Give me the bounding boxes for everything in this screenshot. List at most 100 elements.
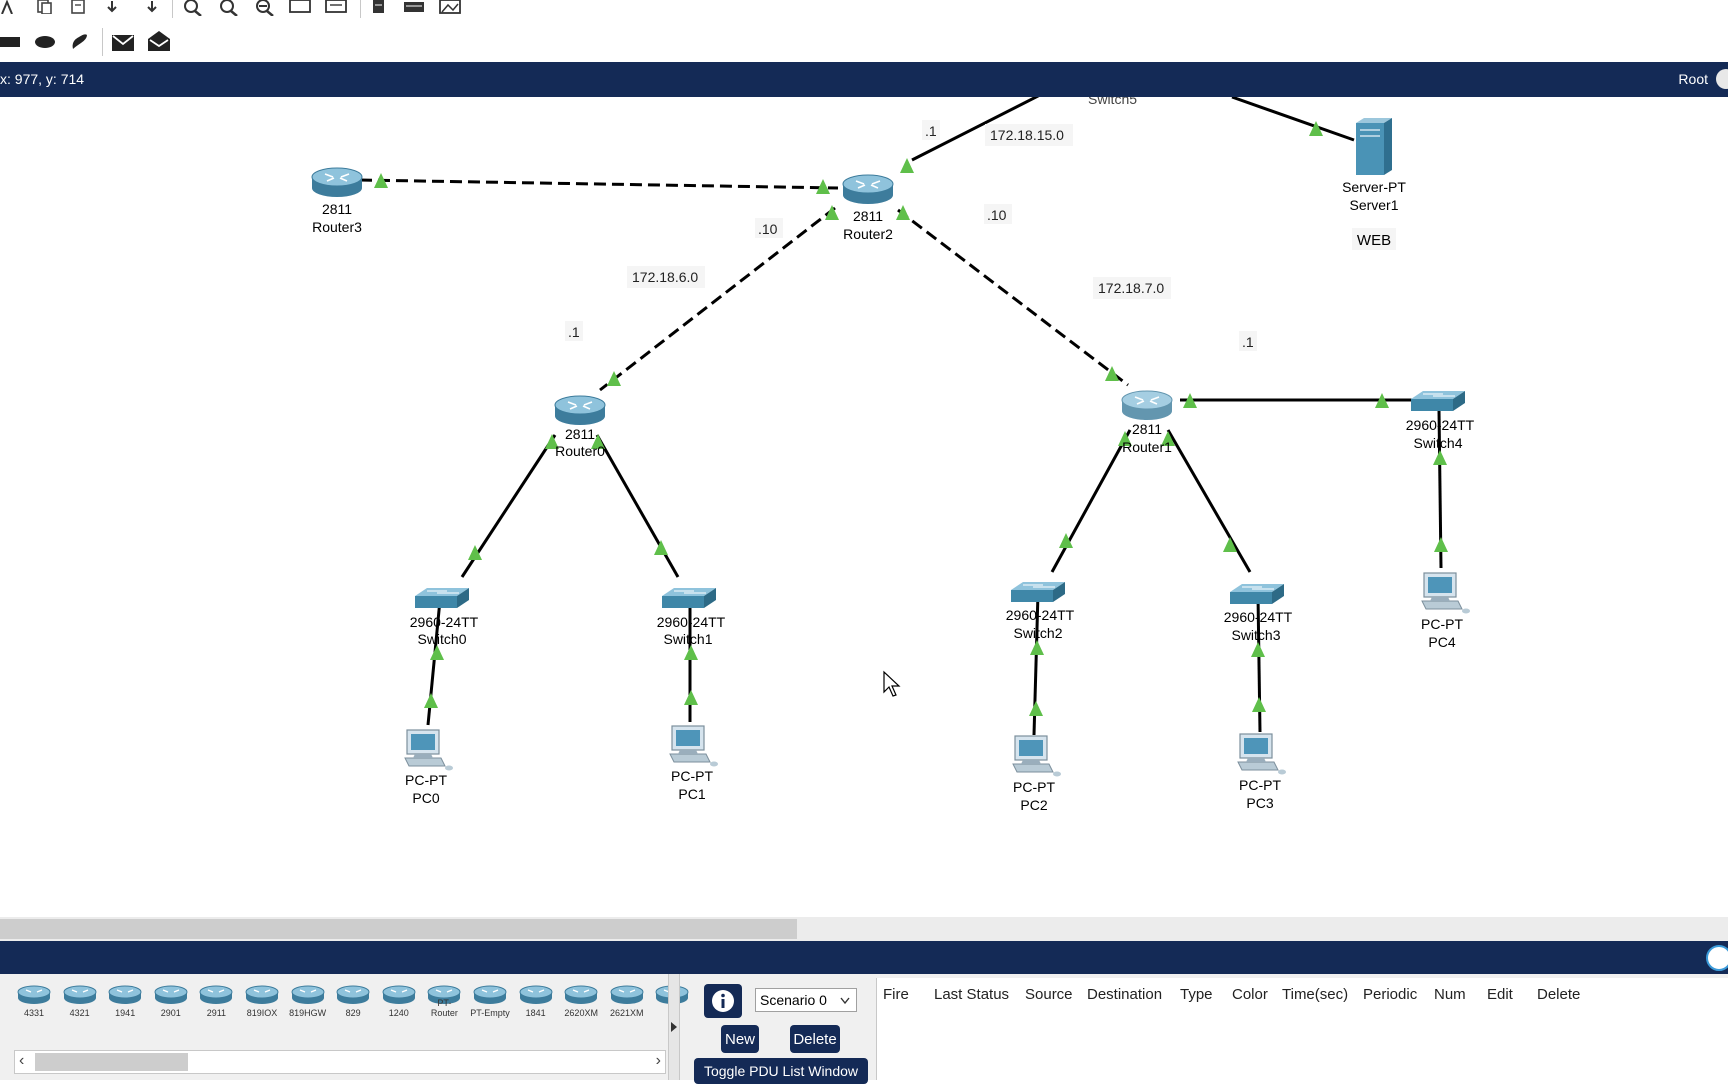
root-label[interactable]: Root bbox=[1678, 71, 1708, 87]
svg-text:Switch1: Switch1 bbox=[663, 631, 712, 647]
palette-device-button[interactable]: PT-Router bbox=[424, 980, 464, 1020]
rectangle-icon[interactable] bbox=[0, 32, 22, 52]
router-icon bbox=[382, 985, 416, 1004]
draw-icon[interactable] bbox=[0, 0, 14, 14]
simple-pdu-icon[interactable] bbox=[110, 30, 136, 54]
router-icon bbox=[291, 985, 325, 1004]
palette-device-label: 4321 bbox=[69, 1008, 90, 1018]
svg-text:PC-PT: PC-PT bbox=[671, 768, 713, 784]
complex-pdu-icon[interactable] bbox=[146, 28, 172, 54]
svg-text:Switch3: Switch3 bbox=[1231, 627, 1280, 643]
pc0[interactable]: PC-PT PC0 bbox=[404, 729, 454, 806]
palette-device-label: 2620XM bbox=[564, 1008, 598, 1018]
palette-device-label: 1941 bbox=[115, 1008, 136, 1018]
background-image-icon[interactable] bbox=[438, 0, 462, 14]
svg-text:PC4: PC4 bbox=[1428, 634, 1455, 650]
toggle-pdu-list-button[interactable]: Toggle PDU List Window bbox=[694, 1058, 868, 1084]
switch4[interactable]: 2960-24TT Switch4 bbox=[1406, 390, 1475, 451]
palette-device-button[interactable]: 4321 bbox=[60, 980, 100, 1020]
palette-device-button[interactable]: 819IOX bbox=[242, 980, 282, 1020]
scroll-right-icon[interactable]: › bbox=[655, 1052, 661, 1069]
svg-text:2811: 2811 bbox=[322, 201, 352, 217]
palette-device-button[interactable]: 829 bbox=[333, 980, 373, 1020]
zoom-out-icon[interactable] bbox=[254, 0, 276, 16]
delete-scenario-button[interactable]: Delete bbox=[790, 1025, 840, 1053]
router-icon bbox=[199, 985, 233, 1004]
svg-text:2811: 2811 bbox=[565, 426, 595, 442]
zoom-reset-icon[interactable] bbox=[218, 0, 240, 16]
cluster-icon[interactable] bbox=[402, 0, 426, 14]
svg-text:2960-24TT: 2960-24TT bbox=[1224, 609, 1293, 625]
svg-text:Server1: Server1 bbox=[1349, 197, 1398, 213]
column-header[interactable]: Source bbox=[1025, 986, 1073, 1003]
palette-device-button[interactable]: 819HGW bbox=[288, 980, 328, 1020]
router-icon bbox=[519, 985, 553, 1004]
palette-device-button[interactable]: 2620XM bbox=[561, 980, 601, 1020]
chevron-down-icon bbox=[840, 997, 850, 1005]
palette-scrollbar[interactable]: ‹ › bbox=[14, 1050, 666, 1074]
pc3[interactable]: PC-PT PC3 bbox=[1237, 733, 1287, 811]
column-header[interactable]: Color bbox=[1232, 986, 1268, 1003]
server1[interactable]: Server-PT Server1 WEB bbox=[1342, 118, 1406, 250]
column-header[interactable]: Num bbox=[1434, 986, 1466, 1003]
column-header[interactable]: Edit bbox=[1487, 986, 1513, 1003]
paste-icon[interactable] bbox=[68, 0, 88, 14]
mouse-cursor-icon bbox=[883, 670, 901, 697]
scenario-select[interactable]: Scenario 0 bbox=[755, 988, 857, 1012]
switch3[interactable]: 2960-24TT Switch3 bbox=[1224, 583, 1293, 643]
switch1[interactable]: 2960-24TT Switch1 bbox=[657, 587, 726, 647]
router0[interactable]: 2811 Router0 bbox=[554, 395, 606, 459]
column-header[interactable]: Fire bbox=[883, 986, 909, 1003]
svg-text:2811: 2811 bbox=[853, 208, 883, 224]
palette-device-button[interactable]: 2901 bbox=[151, 980, 191, 1020]
copy-icon[interactable] bbox=[34, 0, 54, 14]
pc4[interactable]: PC-PT PC4 bbox=[1421, 572, 1471, 650]
subnet-label: 172.18.6.0 bbox=[632, 269, 698, 285]
switch0[interactable]: 2960-24TT Switch0 bbox=[410, 587, 479, 647]
router1[interactable]: 2811 Router1 bbox=[1121, 390, 1173, 455]
redo-icon[interactable] bbox=[144, 0, 160, 14]
scrollbar-thumb[interactable] bbox=[0, 919, 797, 939]
palette-device-label: 1240 bbox=[388, 1008, 409, 1018]
cursor-coordinates: x: 977, y: 714 bbox=[0, 71, 85, 87]
svg-text:2960-24TT: 2960-24TT bbox=[1006, 607, 1075, 623]
palette-device-button[interactable]: 1841 bbox=[516, 980, 556, 1020]
realtime-clock-icon[interactable] bbox=[1706, 945, 1728, 971]
scroll-left-icon[interactable]: ‹ bbox=[19, 1052, 25, 1069]
ip-suffix-label: .10 bbox=[987, 207, 1007, 223]
router2[interactable]: 2811 Router2 bbox=[842, 174, 894, 242]
scrollbar-thumb[interactable] bbox=[35, 1053, 188, 1071]
custom-device-icon[interactable] bbox=[324, 0, 348, 14]
switch2[interactable]: 2960-24TT Switch2 bbox=[1006, 581, 1075, 641]
svg-text:PC2: PC2 bbox=[1020, 797, 1047, 813]
palette-device-button[interactable]: 2911 bbox=[196, 980, 236, 1020]
undo-icon[interactable] bbox=[104, 0, 120, 14]
palette-device-label: 819HGW bbox=[289, 1008, 327, 1018]
notes-icon[interactable] bbox=[370, 0, 388, 14]
column-header[interactable]: Delete bbox=[1537, 986, 1581, 1003]
svg-text:PC1: PC1 bbox=[678, 786, 705, 802]
column-header[interactable]: Type bbox=[1180, 986, 1213, 1003]
freeform-icon[interactable] bbox=[68, 30, 90, 52]
zoom-in-icon[interactable] bbox=[182, 0, 204, 16]
workspace-horizontal-scrollbar[interactable] bbox=[0, 917, 1728, 941]
column-header[interactable]: Last Status bbox=[934, 986, 1010, 1003]
scenario-info-button[interactable] bbox=[704, 984, 742, 1018]
palette-icon[interactable] bbox=[288, 0, 312, 14]
palette-device-button[interactable]: 1941 bbox=[105, 980, 145, 1020]
column-header[interactable]: Destination bbox=[1087, 986, 1163, 1003]
palette-device-button[interactable]: 1240 bbox=[379, 980, 419, 1020]
palette-device-button[interactable]: PT-Empty bbox=[470, 980, 510, 1020]
column-header[interactable]: Time(sec) bbox=[1282, 986, 1349, 1003]
new-scenario-button[interactable]: New bbox=[721, 1025, 759, 1053]
palette-device-button[interactable]: 2621XM bbox=[607, 980, 647, 1020]
panel-splitter[interactable] bbox=[668, 974, 680, 1080]
pc1[interactable]: PC-PT PC1 bbox=[669, 725, 719, 802]
navigation-icon[interactable] bbox=[1716, 69, 1728, 89]
column-header[interactable]: Periodic bbox=[1363, 986, 1418, 1003]
pc2[interactable]: PC-PT PC2 bbox=[1012, 735, 1062, 813]
router3[interactable]: 2811 Router3 bbox=[311, 167, 363, 235]
palette-device-button[interactable]: 4331 bbox=[14, 980, 54, 1020]
ellipse-icon[interactable] bbox=[34, 32, 56, 52]
logical-workspace[interactable]: 172.18.15.0 172.18.6.0 172.18.7.0 .1 .10… bbox=[0, 97, 1728, 917]
